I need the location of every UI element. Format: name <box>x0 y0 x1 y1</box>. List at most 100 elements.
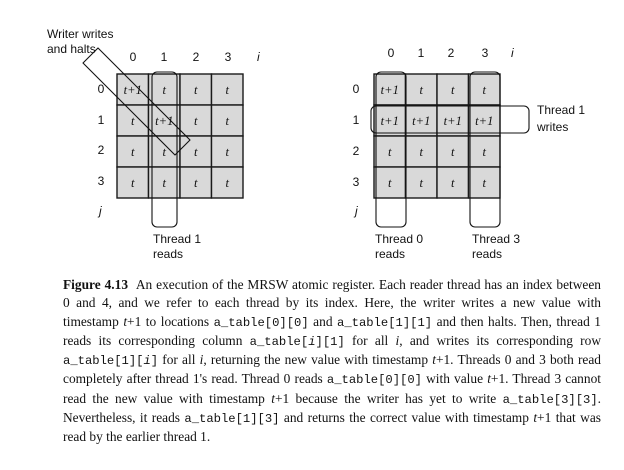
left-col-index-0: 0 <box>130 50 137 64</box>
caption-var: t <box>271 390 275 406</box>
caption-code: a_table[1][ <box>63 354 144 369</box>
right-thread1-note-line1: Thread 1 <box>537 103 585 117</box>
left-table-cell-value: t <box>163 145 167 159</box>
right-table-cell <box>404 73 438 106</box>
right-thread0-note-line1: Thread 0 <box>375 232 423 246</box>
thread0-read-column-outline <box>375 71 407 228</box>
left-table-cell-value: t <box>226 176 230 190</box>
caption-var: t <box>432 352 436 368</box>
caption-code: a_table[0][0] <box>326 373 422 388</box>
caption-text: +1. Threads 0 and 3 both read completely… <box>63 352 601 387</box>
caption-var: t <box>123 313 128 329</box>
caption-var: i <box>308 334 316 349</box>
caption-text: with value <box>421 371 488 387</box>
left-col-index-2: 2 <box>193 50 200 64</box>
left-table-cell <box>179 166 213 199</box>
caption-var: i <box>199 352 204 368</box>
right-col-index-2: 2 <box>448 46 455 60</box>
left-table-cell-value: t <box>194 176 198 190</box>
right-table-cell-value: t <box>451 145 455 159</box>
thread1-read-column-outline <box>151 71 178 228</box>
caption-code: a_table[1][1] <box>337 315 433 330</box>
right-table-cell <box>404 166 438 199</box>
left-table-cell <box>210 104 244 137</box>
caption-text: +1 that was read by the earlier thread 1… <box>63 410 601 445</box>
caption-text: for all <box>344 332 396 348</box>
caption-code: ][1] <box>315 334 345 349</box>
left-table-cell <box>179 135 213 168</box>
right-table-cell-value: t <box>388 145 392 159</box>
left-table-cell-value: t <box>194 83 198 97</box>
left-table-cell <box>147 166 181 199</box>
left-table-cell <box>179 104 213 137</box>
left-table-cell <box>210 73 244 106</box>
left-table-cell <box>116 166 150 199</box>
writer-note-line1: Writer writes <box>47 27 113 41</box>
right-row-index-1: 1 <box>353 113 360 127</box>
caption-text: and then halts. Then, thread 1 reads its… <box>63 313 602 348</box>
right-table-cell-value: t <box>420 145 424 159</box>
left-col-index-3: 3 <box>225 50 232 64</box>
caption-text: and <box>308 313 338 329</box>
left-table-cell-value: t <box>194 145 198 159</box>
caption-label: Figure 4.13 <box>63 277 129 292</box>
left-table-cell-value: t <box>131 114 135 128</box>
left-table-cell-value: t <box>131 176 135 190</box>
left-col-index-1: 1 <box>161 50 168 64</box>
left-table-cell-value: t <box>163 176 167 190</box>
caption-code: ] <box>150 354 159 369</box>
left-table-cell-value: t <box>163 83 167 97</box>
right-table-cell-value: t+1 <box>475 114 493 128</box>
left-table-cell-value: t+1 <box>124 83 142 97</box>
right-thread3-note-line2: reads <box>472 247 502 261</box>
left-table-cell <box>116 135 150 168</box>
caption-text: An execution of the MRSW atomic register… <box>63 277 601 329</box>
right-table-cell-value: t <box>451 176 455 190</box>
right-table-cell-value: t <box>483 176 487 190</box>
caption-var: t <box>533 410 538 426</box>
right-row-axis: j <box>353 204 358 218</box>
right-col-index-1: 1 <box>418 46 425 60</box>
right-table-cell-value: t <box>388 176 392 190</box>
right-table-cell-value: t+1 <box>381 114 399 128</box>
caption-code: a_table[1][3] <box>184 412 280 427</box>
right-col-index-0: 0 <box>388 46 395 60</box>
right-thread1-note-line2: writes <box>536 120 568 134</box>
left-table-cell-value: t <box>194 114 198 128</box>
right-table-cell-value: t <box>483 145 487 159</box>
right-table-cell-value: t <box>451 83 455 97</box>
right-table-cell-value: t <box>420 83 424 97</box>
left-row-index-1: 1 <box>98 113 105 127</box>
caption-code: a_table[ <box>249 334 309 349</box>
left-row-index-3: 3 <box>98 174 105 188</box>
left-table-cell <box>210 166 244 199</box>
caption-text: . Nevertheless, it reads <box>63 390 601 426</box>
caption-text: and returns the correct value with times… <box>279 410 534 426</box>
right-col-index-3: 3 <box>482 46 489 60</box>
caption-text: +1 because the writer has yet to write <box>274 390 503 406</box>
left-thread1-note-line2: reads <box>153 247 183 261</box>
caption-text: for all <box>158 352 200 368</box>
writer-note-line2: and halts <box>47 42 96 56</box>
right-table-cell <box>436 73 470 106</box>
right-row-index-0: 0 <box>353 82 360 96</box>
right-table-cell-value: t+1 <box>381 83 399 97</box>
figure-caption: Figure 4.13 An execution of the MRSW ato… <box>63 276 601 447</box>
right-row-index-3: 3 <box>353 175 360 189</box>
right-table-cell-value: t+1 <box>444 114 462 128</box>
caption-code: a_table[0][0] <box>213 315 309 330</box>
caption-text: +1. Thread 3 cannot read the new value w… <box>63 371 601 406</box>
left-thread1-note-line1: Thread 1 <box>153 232 201 246</box>
caption-var: t <box>487 371 491 387</box>
left-table-cell-value: t <box>131 145 135 159</box>
caption-text: , and writes its corresponding row <box>399 332 601 348</box>
left-col-axis: i <box>257 50 260 64</box>
thread1-write-row-outline <box>370 105 530 134</box>
right-table-cell-value: t <box>483 83 487 97</box>
left-table-cell-value: t <box>226 114 230 128</box>
right-row-index-2: 2 <box>353 144 360 158</box>
